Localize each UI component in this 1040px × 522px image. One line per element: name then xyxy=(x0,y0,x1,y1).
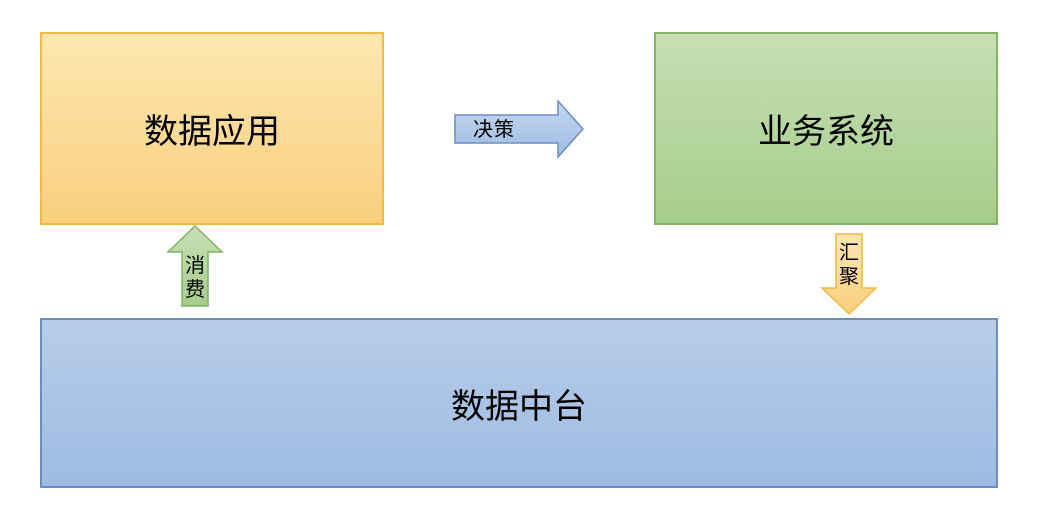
decision-label: 决策 xyxy=(473,117,515,141)
down-arrow-icon xyxy=(820,233,878,316)
business-system-label: 业务系统 xyxy=(758,112,894,152)
right-arrow-icon xyxy=(454,99,585,159)
consume-arrow: 消费 xyxy=(166,224,224,307)
data-platform-label: 数据中台 xyxy=(451,386,587,427)
data-platform-box: 数据中台 xyxy=(40,318,998,488)
decision-arrow: 决策 xyxy=(454,99,585,159)
gather-label: 汇聚 xyxy=(839,240,859,288)
consume-label: 消费 xyxy=(185,253,205,301)
business-system-box: 业务系统 xyxy=(654,32,998,225)
gather-arrow: 汇聚 xyxy=(820,233,878,316)
up-arrow-icon xyxy=(166,224,224,307)
data-application-box: 数据应用 xyxy=(40,32,384,225)
data-application-label: 数据应用 xyxy=(144,112,280,152)
